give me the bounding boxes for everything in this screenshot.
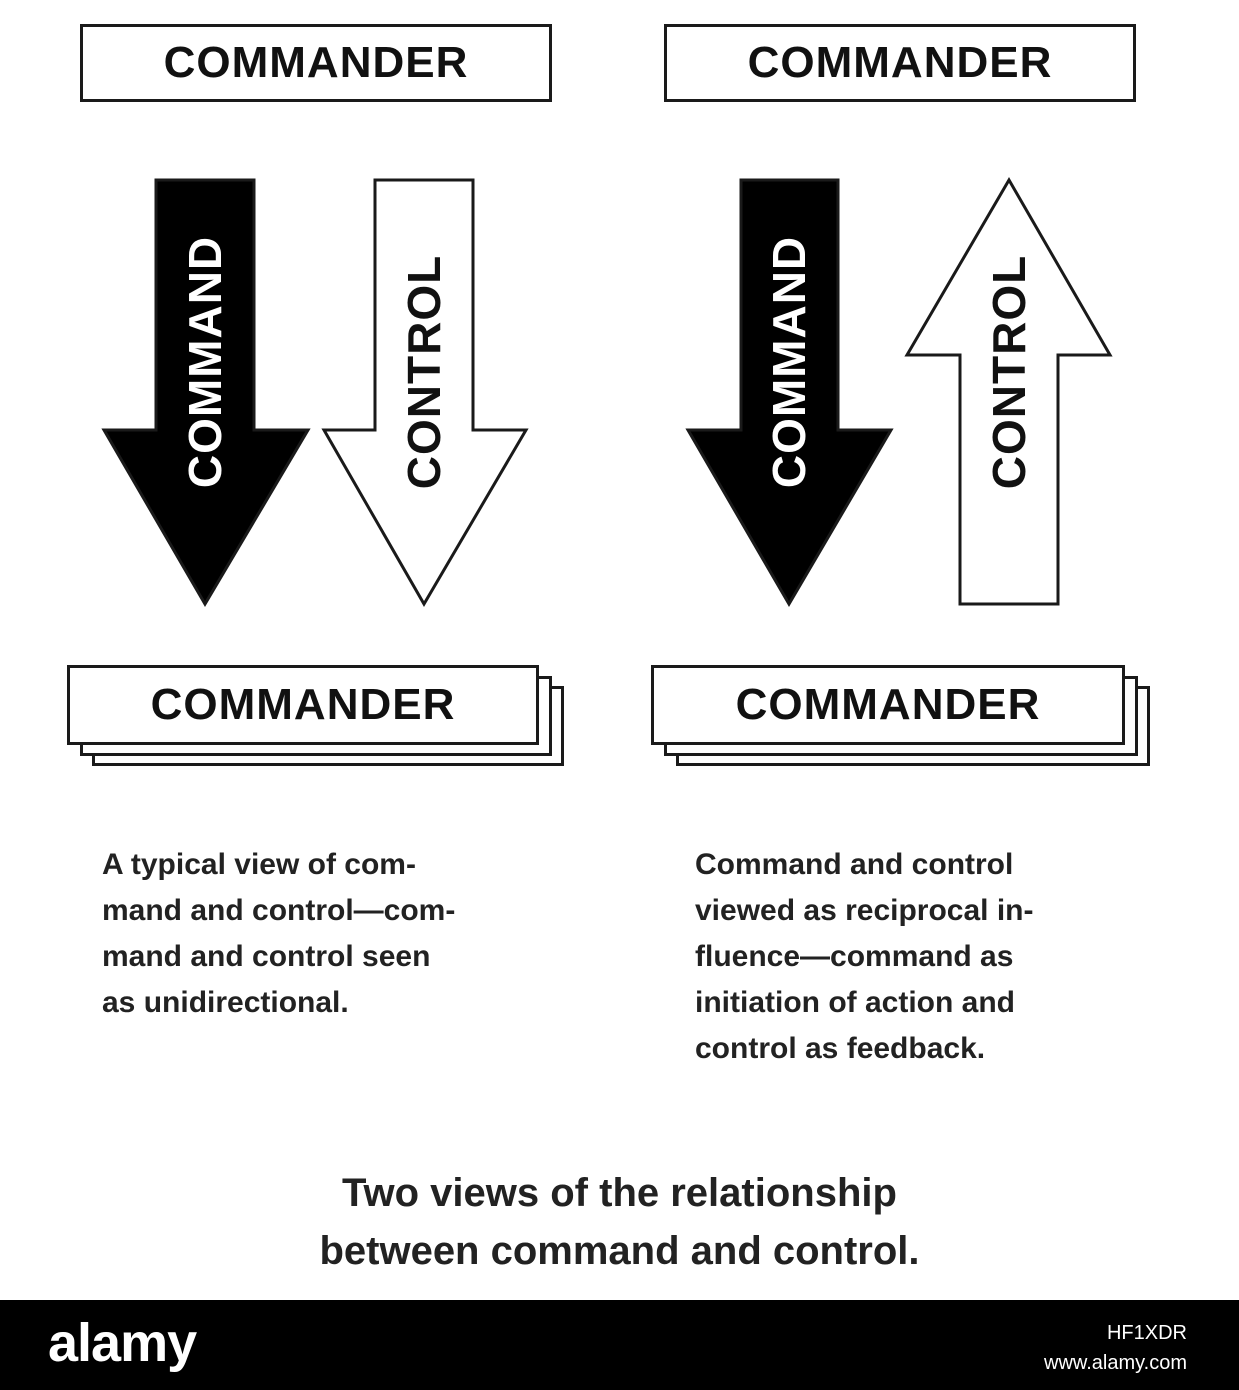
- left-caption: A typical view of com- mand and control—…: [102, 842, 455, 1026]
- right-control-arrow-label: CONTROL: [983, 255, 1035, 489]
- left-control-arrow-label: CONTROL: [398, 255, 450, 489]
- diagram-title-line: Two views of the relationship: [342, 1171, 897, 1215]
- left-caption-line: A typical view of com-: [102, 848, 416, 881]
- right-command-arrow-label: COMMAND: [763, 236, 815, 488]
- left-caption-line: mand and control—com-: [102, 894, 456, 927]
- right-caption-line: Command and control: [695, 848, 1014, 881]
- right-bottom-commander-label: COMMANDER: [735, 680, 1041, 729]
- right-control-arrow: CONTROL: [904, 177, 1113, 606]
- left-bottom-commander-label: COMMANDER: [150, 680, 456, 729]
- left-command-arrow: COMMAND: [101, 178, 311, 607]
- left-top-commander-box: COMMANDER: [80, 24, 552, 102]
- left-bottom-commander-box: COMMANDER: [67, 665, 539, 745]
- right-caption: Command and control viewed as reciprocal…: [695, 842, 1033, 1072]
- right-caption-line: initiation of action and: [695, 986, 1015, 1019]
- left-top-commander-label: COMMANDER: [163, 38, 469, 87]
- right-top-commander-label: COMMANDER: [747, 38, 1053, 87]
- right-caption-line: viewed as reciprocal in-: [695, 894, 1034, 927]
- right-caption-line: fluence—command as: [695, 940, 1014, 973]
- site-url: www.alamy.com: [1044, 1352, 1187, 1374]
- left-control-arrow: CONTROL: [321, 178, 529, 607]
- right-top-commander-box: COMMANDER: [664, 24, 1136, 102]
- diagram-title: Two views of the relationship between co…: [0, 1164, 1239, 1280]
- left-caption-line: as unidirectional.: [102, 986, 349, 1019]
- right-bottom-commander-box: COMMANDER: [651, 665, 1125, 745]
- left-caption-line: mand and control seen: [102, 940, 431, 973]
- alamy-logo: alamy: [48, 1313, 197, 1373]
- image-id: HF1XDR: [1106, 1322, 1187, 1344]
- watermark-footer: alamy HF1XDR www.alamy.com: [0, 1300, 1239, 1390]
- diagram-title-line: between command and control.: [319, 1229, 920, 1273]
- right-command-arrow: COMMAND: [685, 178, 894, 607]
- arrows-diagram: COMMAND CONTROL COMMAND CONTROL: [101, 177, 1113, 607]
- right-caption-line: control as feedback.: [695, 1032, 986, 1065]
- left-command-arrow-label: COMMAND: [179, 236, 231, 488]
